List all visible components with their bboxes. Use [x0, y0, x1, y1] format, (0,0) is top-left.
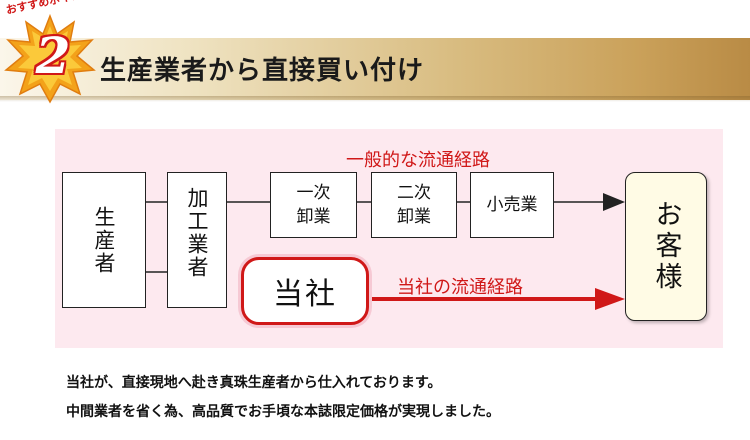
wholesale-2-box: 二次 卸業	[371, 172, 457, 238]
header-banner	[0, 38, 750, 100]
company-box: 当社	[241, 257, 369, 325]
customer-label: お客様	[650, 200, 682, 293]
processor-box: 加工業者	[167, 172, 227, 308]
producer-box: 生産者	[62, 172, 146, 308]
retailer-label: 小売業	[486, 195, 538, 215]
page-title: 生産業者から直接買い付け	[100, 56, 425, 86]
arrowhead-black	[603, 193, 625, 211]
banner-shadow	[0, 96, 750, 102]
wholesale-1-label: 一次 卸業	[296, 183, 331, 227]
connector-lines	[146, 193, 625, 310]
wholesale-1-box: 一次 卸業	[270, 172, 357, 238]
producer-label: 生産者	[92, 205, 116, 275]
distribution-diagram: 生産者 加工業者 一次 卸業 二次 卸業 小売業 お客様 一般的な流通経路 当社…	[55, 129, 723, 348]
company-label: 当社	[273, 277, 337, 312]
starburst-badge-icon	[4, 13, 96, 104]
description-line-2: 中間業者を省く為、高品質でお手頃な本誌限定価格が実現しました。	[66, 404, 500, 420]
customer-box: お客様	[625, 172, 707, 321]
wholesale-2-label: 二次 卸業	[397, 183, 431, 227]
description-line-1: 当社が、直接現地へ赴き真珠生産者から仕入れております。	[66, 375, 442, 391]
retailer-box: 小売業	[470, 172, 554, 238]
processor-label: 加工業者	[185, 187, 209, 279]
point-number: 2	[35, 26, 71, 85]
arrowhead-red	[595, 288, 625, 310]
company-route-label: 当社の流通経路	[397, 277, 523, 298]
general-route-label: 一般的な流通経路	[346, 150, 490, 171]
